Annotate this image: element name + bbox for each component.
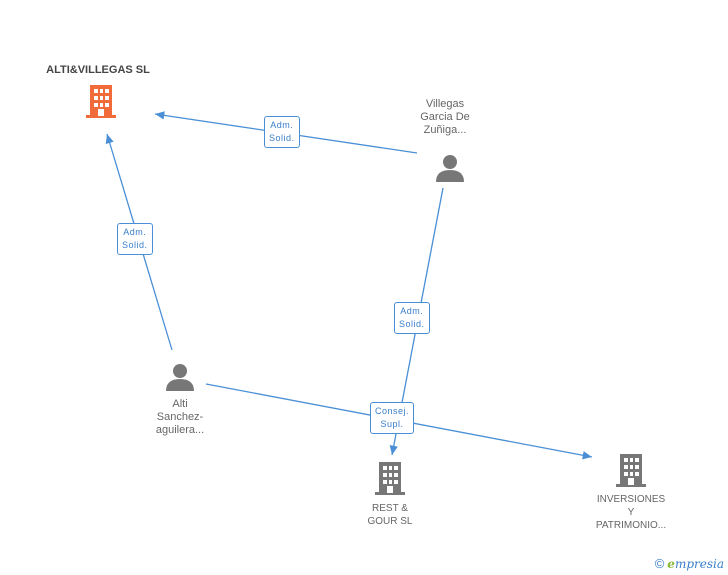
person-villegas-name[interactable]: Villegas Garcia De Zuñiga... <box>420 98 470 136</box>
footer-brand[interactable]: © empresia <box>655 556 724 571</box>
building-icon[interactable] <box>615 453 647 487</box>
brand-initial: e <box>667 556 675 571</box>
company-rest-name[interactable]: REST & GOUR SL <box>367 503 413 527</box>
edge-label-alti-inversiones[interactable]: Consej. Supl. <box>370 402 415 434</box>
building-icon[interactable] <box>374 461 406 495</box>
person-icon[interactable] <box>435 153 465 183</box>
person-alti-name[interactable]: Alti Sanchez- aguilera... <box>155 398 205 436</box>
edge-label-villegas-main[interactable]: Adm. Solid. <box>264 116 300 148</box>
edge-label-villegas-rest[interactable]: Adm. Solid. <box>394 302 430 334</box>
brand-logo[interactable]: empresia <box>667 557 724 571</box>
person-icon[interactable] <box>165 362 195 392</box>
brand-text: mpresia <box>674 556 724 571</box>
company-main-name[interactable]: ALTI&VILLEGAS SL <box>46 64 150 76</box>
edge-label-alti-main[interactable]: Adm. Solid. <box>117 223 153 255</box>
copyright-icon: © <box>654 556 665 571</box>
company-inversiones-name[interactable]: INVERSIONES Y PATRIMONIO... <box>595 494 667 531</box>
building-icon[interactable] <box>85 84 117 118</box>
